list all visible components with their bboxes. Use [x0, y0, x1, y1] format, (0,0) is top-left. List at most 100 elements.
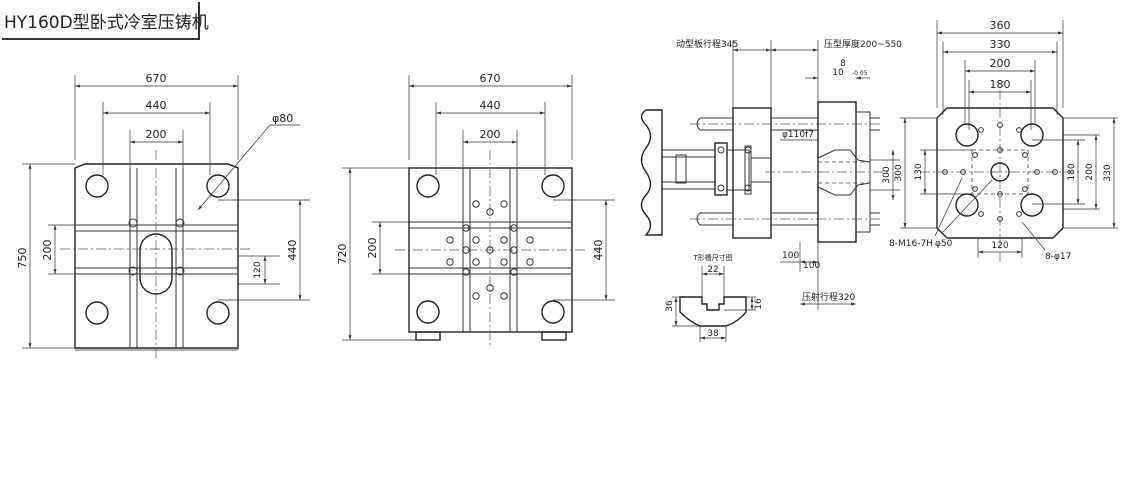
dim-200-vertical: 200 [366, 238, 379, 259]
label-dia50: φ50 [935, 239, 953, 249]
label-thread: 8-M16-7H [889, 239, 933, 249]
dim-120: 120 [253, 261, 263, 278]
center-hole [990, 162, 1010, 182]
ejector-hole [446, 236, 454, 244]
dim-440: 440 [480, 99, 501, 112]
tie-bar-hole [955, 193, 979, 217]
dim-440-vertical: 440 [286, 240, 299, 261]
dim-200-vertical: 200 [41, 240, 54, 261]
ejector-hole [486, 208, 494, 216]
ejector-hole [472, 200, 480, 208]
label-tolerance-sub: -0.05 [852, 70, 868, 77]
tie-bar-hole [206, 301, 230, 325]
t-slot-16: 16 [754, 298, 764, 310]
platen-foot [415, 331, 441, 341]
dim-330: 330 [990, 38, 1011, 51]
dim-750: 750 [16, 248, 29, 269]
side-section-view: 动型板行程345 压型厚度200~550 8 10 -0.05 φ110f7 1… [640, 38, 902, 310]
dim-phi80: φ80 [272, 112, 293, 125]
bolt-hole [1052, 169, 1058, 175]
dim-200: 200 [146, 128, 167, 141]
moving-platen [732, 107, 772, 239]
dim-180: 180 [990, 78, 1011, 91]
ejector-hole [526, 258, 534, 266]
moving-platen-view: 670 440 200 720 200 440 [336, 72, 615, 345]
dim-300-left: 300 [894, 164, 904, 181]
ejector-hole [462, 246, 470, 254]
dim-440-vertical: 440 [592, 240, 605, 261]
ejector-hole [500, 236, 508, 244]
label-tolerance-main: 10 [832, 68, 844, 78]
ejector-hole [500, 258, 508, 266]
label-moving-platen-stroke: 动型板行程345 [676, 38, 738, 50]
bolt-hole [997, 216, 1003, 222]
t-slot-36: 36 [665, 300, 675, 312]
bolt-hole [997, 122, 1003, 128]
label-die-thickness: 压型厚度200~550 [824, 38, 902, 50]
t-slot-38: 38 [707, 329, 719, 339]
bolt-hole [1016, 127, 1022, 133]
label-100b: 100 [782, 251, 799, 261]
center-slot [139, 233, 173, 295]
dim-720: 720 [336, 244, 349, 265]
t-slot-22: 22 [707, 265, 718, 275]
bolt-hole [997, 191, 1003, 197]
label-plunger-dia: φ110f7 [782, 130, 814, 140]
tie-bar-hole [1020, 193, 1044, 217]
platen-outline [936, 107, 1064, 239]
ejector-hole [526, 236, 534, 244]
ejector-hole [472, 292, 480, 300]
ejector-hole [486, 246, 494, 254]
tie-bar-hole [541, 300, 565, 324]
drawing-title: HY160D型卧式冷室压铸机 [4, 13, 209, 33]
dim-670: 670 [480, 72, 501, 85]
label-300: 300 [882, 166, 892, 183]
label-100a: 100 [803, 261, 820, 271]
label-holes: 8-φ17 [1045, 252, 1071, 262]
dim-200-right: 200 [1085, 163, 1095, 180]
tie-bar-hole [955, 123, 979, 147]
dim-180-right: 180 [1067, 163, 1077, 180]
platen-foot [541, 331, 567, 341]
bolt-hole [972, 186, 978, 192]
fixed-platen-view: 670 440 200 φ80 750 200 120 440 [16, 72, 310, 360]
bolt-hole [1016, 211, 1022, 217]
bolt-hole [942, 169, 948, 175]
dim-330-right: 330 [1103, 164, 1113, 181]
t-slot-detail: T形槽尺寸图 22 36 16 38 [665, 253, 764, 342]
tie-bar-hole [85, 174, 109, 198]
ejector-hole [500, 200, 508, 208]
bolt-hole [960, 169, 966, 175]
t-slot-title: T形槽尺寸图 [692, 253, 732, 262]
ejector-hole [472, 236, 480, 244]
dim-120: 120 [991, 241, 1008, 251]
bolt-hole [972, 152, 978, 158]
tie-bar-hole [416, 174, 440, 198]
tie-bar-hole [206, 174, 230, 198]
dim-360: 360 [990, 19, 1011, 32]
ejector-hole [486, 284, 494, 292]
ejector-hole [510, 246, 518, 254]
bolt-hole [978, 127, 984, 133]
bolt-hole [1034, 169, 1040, 175]
ejector-hole [462, 268, 470, 276]
dim-200: 200 [990, 57, 1011, 70]
title-frame [2, 2, 200, 40]
dim-130-left: 130 [914, 163, 924, 180]
tie-bar-hole [1020, 123, 1044, 147]
bolt-hole-pattern [942, 122, 1058, 222]
tie-bar-hole [85, 301, 109, 325]
ejector-hole [510, 224, 518, 232]
ejector-hole [446, 258, 454, 266]
bolt-hole [978, 211, 984, 217]
label-tolerance-top: 8 [840, 59, 846, 69]
label-injection-stroke: 压射行程320 [802, 291, 855, 303]
ejector-hole [500, 292, 508, 300]
t-slot-profile [679, 296, 747, 327]
ejector-hole [462, 224, 470, 232]
ejector-hole-pattern [446, 200, 534, 300]
tie-bar-hole [416, 300, 440, 324]
tie-bar-hole [541, 174, 565, 198]
bolt-hole [1022, 152, 1028, 158]
